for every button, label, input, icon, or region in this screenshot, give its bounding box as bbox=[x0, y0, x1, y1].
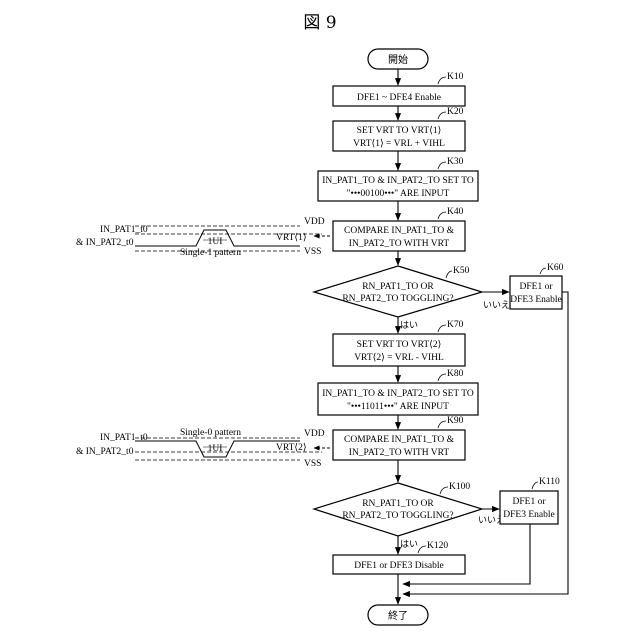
step-k20: SET VRT TO VRT⟨1⟩ VRT⟨1⟩ = VRL + VIHL K2… bbox=[333, 107, 465, 151]
step-k70-tag: K70 bbox=[447, 320, 464, 330]
decision-k100-tag: K100 bbox=[449, 482, 470, 492]
step-k10-text: DFE1 ~ DFE4 Enable bbox=[357, 93, 441, 103]
side-box-k60-tag: K60 bbox=[547, 263, 564, 273]
decision-k50-line1: RN_PAT1_TO OR bbox=[362, 282, 434, 292]
side-box-k110-tag: K110 bbox=[539, 477, 560, 487]
step-k70-line1: SET VRT TO VRT⟨2⟩ bbox=[357, 339, 442, 350]
step-k90-line1: COMPARE IN_PAT1_TO & bbox=[344, 435, 455, 445]
end-terminal: 終了 bbox=[368, 605, 428, 625]
decision-k100-line1: RN_PAT1_TO OR bbox=[362, 499, 434, 509]
waveform-1-vss: VSS bbox=[304, 247, 321, 257]
step-k80-line1: IN_PAT1_TO & IN_PAT2_TO SET TO bbox=[322, 389, 474, 399]
side-box-k60-line2: DFE3 Enable bbox=[510, 295, 561, 305]
decision-k50-no: いいえ bbox=[483, 300, 510, 311]
waveform-1-ui: 1UI bbox=[208, 237, 223, 247]
decision-k50-tag: K50 bbox=[453, 266, 470, 276]
waveform-1-signal-line2: & IN_PAT2_t0 bbox=[76, 238, 134, 248]
decision-k50: RN_PAT1_TO OR RN_PAT2_TO TOGGLING? K50 は… bbox=[314, 266, 510, 331]
step-k70-line2: VRT⟨2⟩ = VRL - VIHL bbox=[354, 352, 444, 363]
waveform-1-signal-line1: IN_PAT1_t0 bbox=[100, 225, 148, 235]
decision-k100: RN_PAT1_TO OR RN_PAT2_TO TOGGLING? K100 … bbox=[314, 482, 505, 550]
waveform-2-vss: VSS bbox=[304, 459, 321, 469]
step-k70: SET VRT TO VRT⟨2⟩ VRT⟨2⟩ = VRL - VIHL K7… bbox=[333, 320, 465, 366]
waveform-1-pattern: Single-1 pattern bbox=[180, 248, 241, 258]
step-k20-line1: SET VRT TO VRT⟨1⟩ bbox=[357, 125, 442, 136]
step-k20-line2: VRT⟨1⟩ = VRL + VIHL bbox=[353, 138, 445, 149]
side-box-k60-line1: DFE1 or bbox=[520, 282, 554, 292]
waveform-single-1: IN_PAT1_t0 & IN_PAT2_t0 VDD VRT⟨1⟩ 1UI V… bbox=[76, 217, 330, 258]
waveform-2-vrt: VRT⟨2⟩ bbox=[276, 442, 307, 453]
step-k40-line1: COMPARE IN_PAT1_TO & bbox=[344, 226, 455, 236]
step-k30-line2: "•••00100•••" ARE INPUT bbox=[347, 189, 450, 199]
step-k40-tag: K40 bbox=[447, 207, 464, 217]
side-box-k110-line1: DFE1 or bbox=[513, 497, 547, 507]
waveform-2-vdd: VDD bbox=[304, 429, 325, 439]
step-k10-tag: K10 bbox=[447, 72, 464, 82]
step-k120-text: DFE1 or DFE3 Disable bbox=[354, 561, 443, 571]
step-k30-tag: K30 bbox=[447, 157, 464, 167]
waveform-2-pattern: Single-0 pattern bbox=[180, 428, 241, 438]
side-box-k110: DFE1 or DFE3 Enable K110 bbox=[500, 477, 560, 524]
step-k80-tag: K80 bbox=[447, 369, 464, 379]
decision-k50-yes: はい bbox=[400, 320, 418, 331]
side-box-k110-line2: DFE3 Enable bbox=[503, 510, 554, 520]
step-k120-tag: K120 bbox=[427, 541, 448, 551]
side-box-k60: DFE1 or DFE3 Enable K60 bbox=[510, 263, 564, 309]
figure-title: 図 9 bbox=[303, 13, 336, 33]
step-k90-tag: K90 bbox=[447, 416, 464, 426]
step-k40-line2: IN_PAT2_TO WITH VRT bbox=[349, 239, 450, 249]
waveform-1-vrt: VRT⟨1⟩ bbox=[276, 232, 307, 243]
step-k40: COMPARE IN_PAT1_TO & IN_PAT2_TO WITH VRT… bbox=[333, 207, 465, 251]
start-label: 開始 bbox=[388, 53, 408, 66]
waveform-single-0: IN_PAT1_t0 & IN_PAT2_t0 Single-0 pattern… bbox=[76, 428, 330, 469]
decision-k100-line2: RN_PAT2_TO TOGGLING? bbox=[342, 511, 453, 521]
step-k30-line1: IN_PAT1_TO & IN_PAT2_TO SET TO bbox=[322, 176, 474, 186]
waveform-2-signal-line2: & IN_PAT2_t0 bbox=[76, 447, 134, 457]
waveform-2-ui: 1UI bbox=[208, 444, 223, 454]
end-label: 終了 bbox=[388, 609, 408, 622]
step-k80-line2: "•••11011•••" ARE INPUT bbox=[347, 402, 449, 412]
step-k10: DFE1 ~ DFE4 Enable K10 bbox=[333, 72, 465, 106]
step-k20-tag: K20 bbox=[447, 107, 464, 117]
waveform-1-vdd: VDD bbox=[304, 217, 325, 227]
step-k90-line2: IN_PAT2_TO WITH VRT bbox=[349, 448, 450, 458]
start-terminal: 開始 bbox=[368, 49, 428, 69]
decision-k50-line2: RN_PAT2_TO TOGGLING? bbox=[342, 294, 453, 304]
step-k90: COMPARE IN_PAT1_TO & IN_PAT2_TO WITH VRT… bbox=[333, 416, 465, 460]
decision-k100-yes: はい bbox=[400, 539, 418, 550]
step-k120: DFE1 or DFE3 Disable K120 bbox=[333, 541, 465, 574]
